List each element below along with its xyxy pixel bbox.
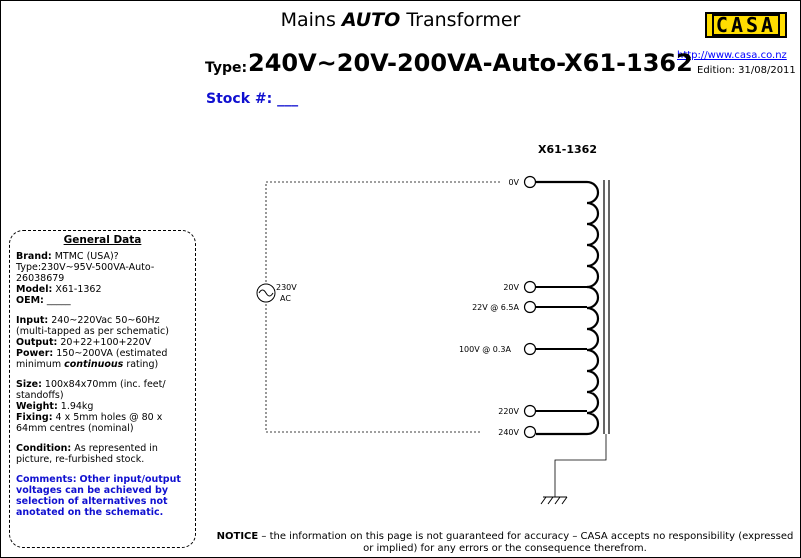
terminal-100v	[523, 342, 537, 356]
earth-hatch-4	[561, 496, 568, 505]
electrical-section: Input: 240~220Vac 50~60Hz (multi-tapped …	[16, 315, 169, 370]
notice-text: NOTICE – the information on this page is…	[216, 531, 794, 554]
source-label-1: 230V	[276, 283, 297, 292]
terminal-20v	[523, 280, 537, 294]
terminal-0v	[523, 175, 537, 189]
earth-hatch-3	[554, 496, 561, 505]
terminal-22v	[523, 300, 537, 314]
ac-wave-icon	[258, 289, 274, 297]
schematic-part-label: X61-1362	[538, 143, 597, 156]
tap-label-240v: 240V	[498, 428, 519, 437]
earth-hatch-1	[540, 496, 547, 505]
earth-hatch-2	[547, 496, 554, 505]
type-label: Type:	[205, 60, 248, 76]
edition-date: Edition: 31/08/2011	[697, 65, 796, 76]
source-wire	[265, 181, 500, 433]
condition-section: Condition: As represented in picture, re…	[16, 443, 158, 465]
brand-section: Brand: MTMC (USA)? Type:230V~95V-500VA-A…	[16, 251, 155, 306]
tap-label-20v: 20V	[503, 283, 519, 292]
mechanical-section: Size: 100x84x70mm (inc. feet/ standoffs)…	[16, 379, 166, 434]
type-value: 240V~20V-200VA-Auto-X61-1362	[248, 49, 693, 77]
page-title: Mains AUTO Transformer	[280, 9, 521, 31]
casa-logo: CASA	[705, 12, 787, 38]
tap-label-100v: 100V @ 0.3A	[459, 345, 512, 354]
earth-wire	[554, 434, 607, 497]
source-label-2: AC	[280, 294, 291, 303]
tap-label-220v: 220V	[498, 407, 519, 416]
comments-section: Comments: Other input/output voltages ca…	[16, 474, 181, 518]
general-data-box: General Data Brand: MTMC (USA)? Type:230…	[9, 230, 196, 548]
terminal-240v	[523, 425, 537, 439]
tap-label-0v: 0V	[508, 178, 519, 187]
tap-label-22v: 22V @ 6.5A	[472, 303, 519, 312]
general-data-heading: General Data	[63, 234, 142, 246]
terminal-220v	[523, 404, 537, 418]
stock-number: Stock #: ___	[206, 91, 299, 107]
website-link[interactable]: http://www.casa.co.nz	[677, 50, 787, 61]
